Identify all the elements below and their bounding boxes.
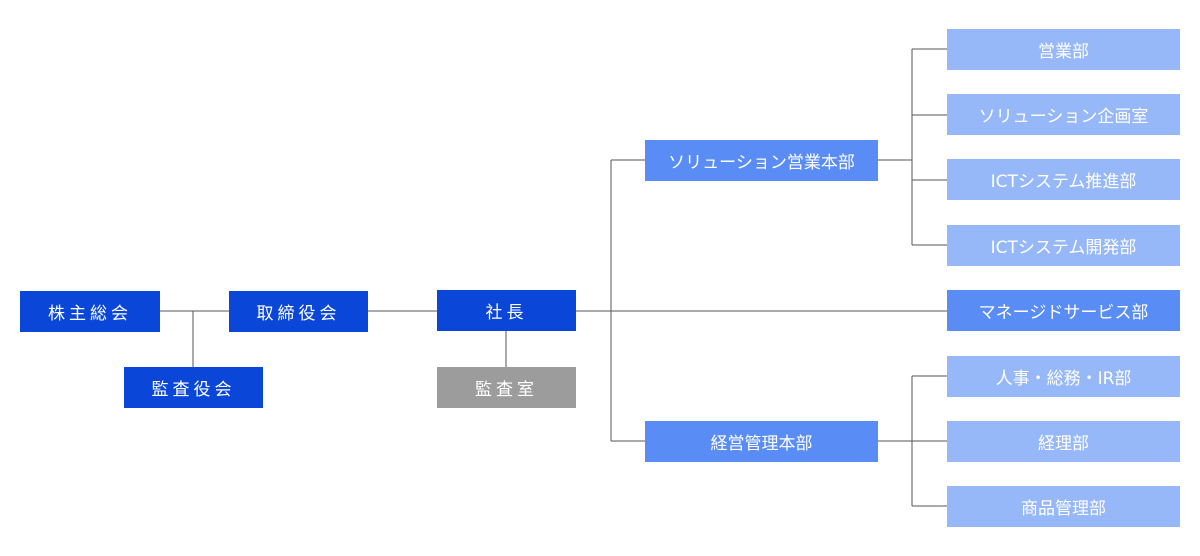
- solution-sales-division-box: ソリューション営業本部: [645, 140, 878, 181]
- ict-system-development-box: ICTシステム開発部: [947, 225, 1180, 266]
- president-box: 社長: [437, 290, 576, 331]
- shareholders-meeting-box: 株主総会: [20, 291, 160, 332]
- accounting-department-box: 経理部: [947, 421, 1180, 462]
- product-management-box: 商品管理部: [947, 486, 1180, 527]
- board-of-directors-box: 取締役会: [229, 291, 368, 332]
- ict-system-promotion-box: ICTシステム推進部: [947, 159, 1180, 200]
- solution-planning-office-box: ソリューション企画室: [947, 94, 1180, 135]
- hr-general-affairs-ir-box: 人事・総務・IR部: [947, 356, 1180, 397]
- management-division-box: 経営管理本部: [645, 421, 878, 462]
- sales-department-box: 営業部: [947, 29, 1180, 70]
- audit-board-box: 監査役会: [124, 367, 263, 408]
- managed-services-box: マネージドサービス部: [947, 290, 1180, 331]
- audit-office-box: 監査室: [437, 367, 576, 408]
